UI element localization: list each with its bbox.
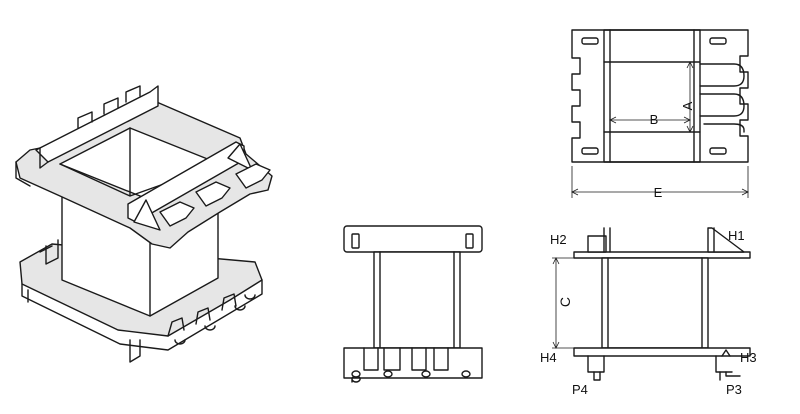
front-view [343,225,483,383]
label-c: C [557,297,573,307]
front-view-top-flange [343,225,483,253]
label-p3: P3 [726,382,742,397]
label-b: B [650,112,659,127]
label-h1: H1 [728,228,745,243]
bottom-pins [27,289,256,363]
back-wall [35,85,159,163]
side-view-top-flange [573,251,751,259]
top-view-outline [571,29,749,163]
side-view-bottom-flange [573,347,751,357]
label-h2: H2 [550,232,567,247]
label-h3: H3 [740,350,757,365]
label-p4: P4 [572,382,588,397]
top-view: A B E [571,29,749,200]
front-view-core [373,251,461,349]
side-view: C H2 H1 H4 H3 P4 P3 [540,227,757,397]
front-view-bottom-flange [343,347,483,379]
side-view-core [601,257,709,349]
label-a: A [680,101,695,110]
isometric-view [15,85,273,363]
label-e: E [654,185,663,200]
front-tabs [159,163,271,227]
label-h4: H4 [540,350,557,365]
